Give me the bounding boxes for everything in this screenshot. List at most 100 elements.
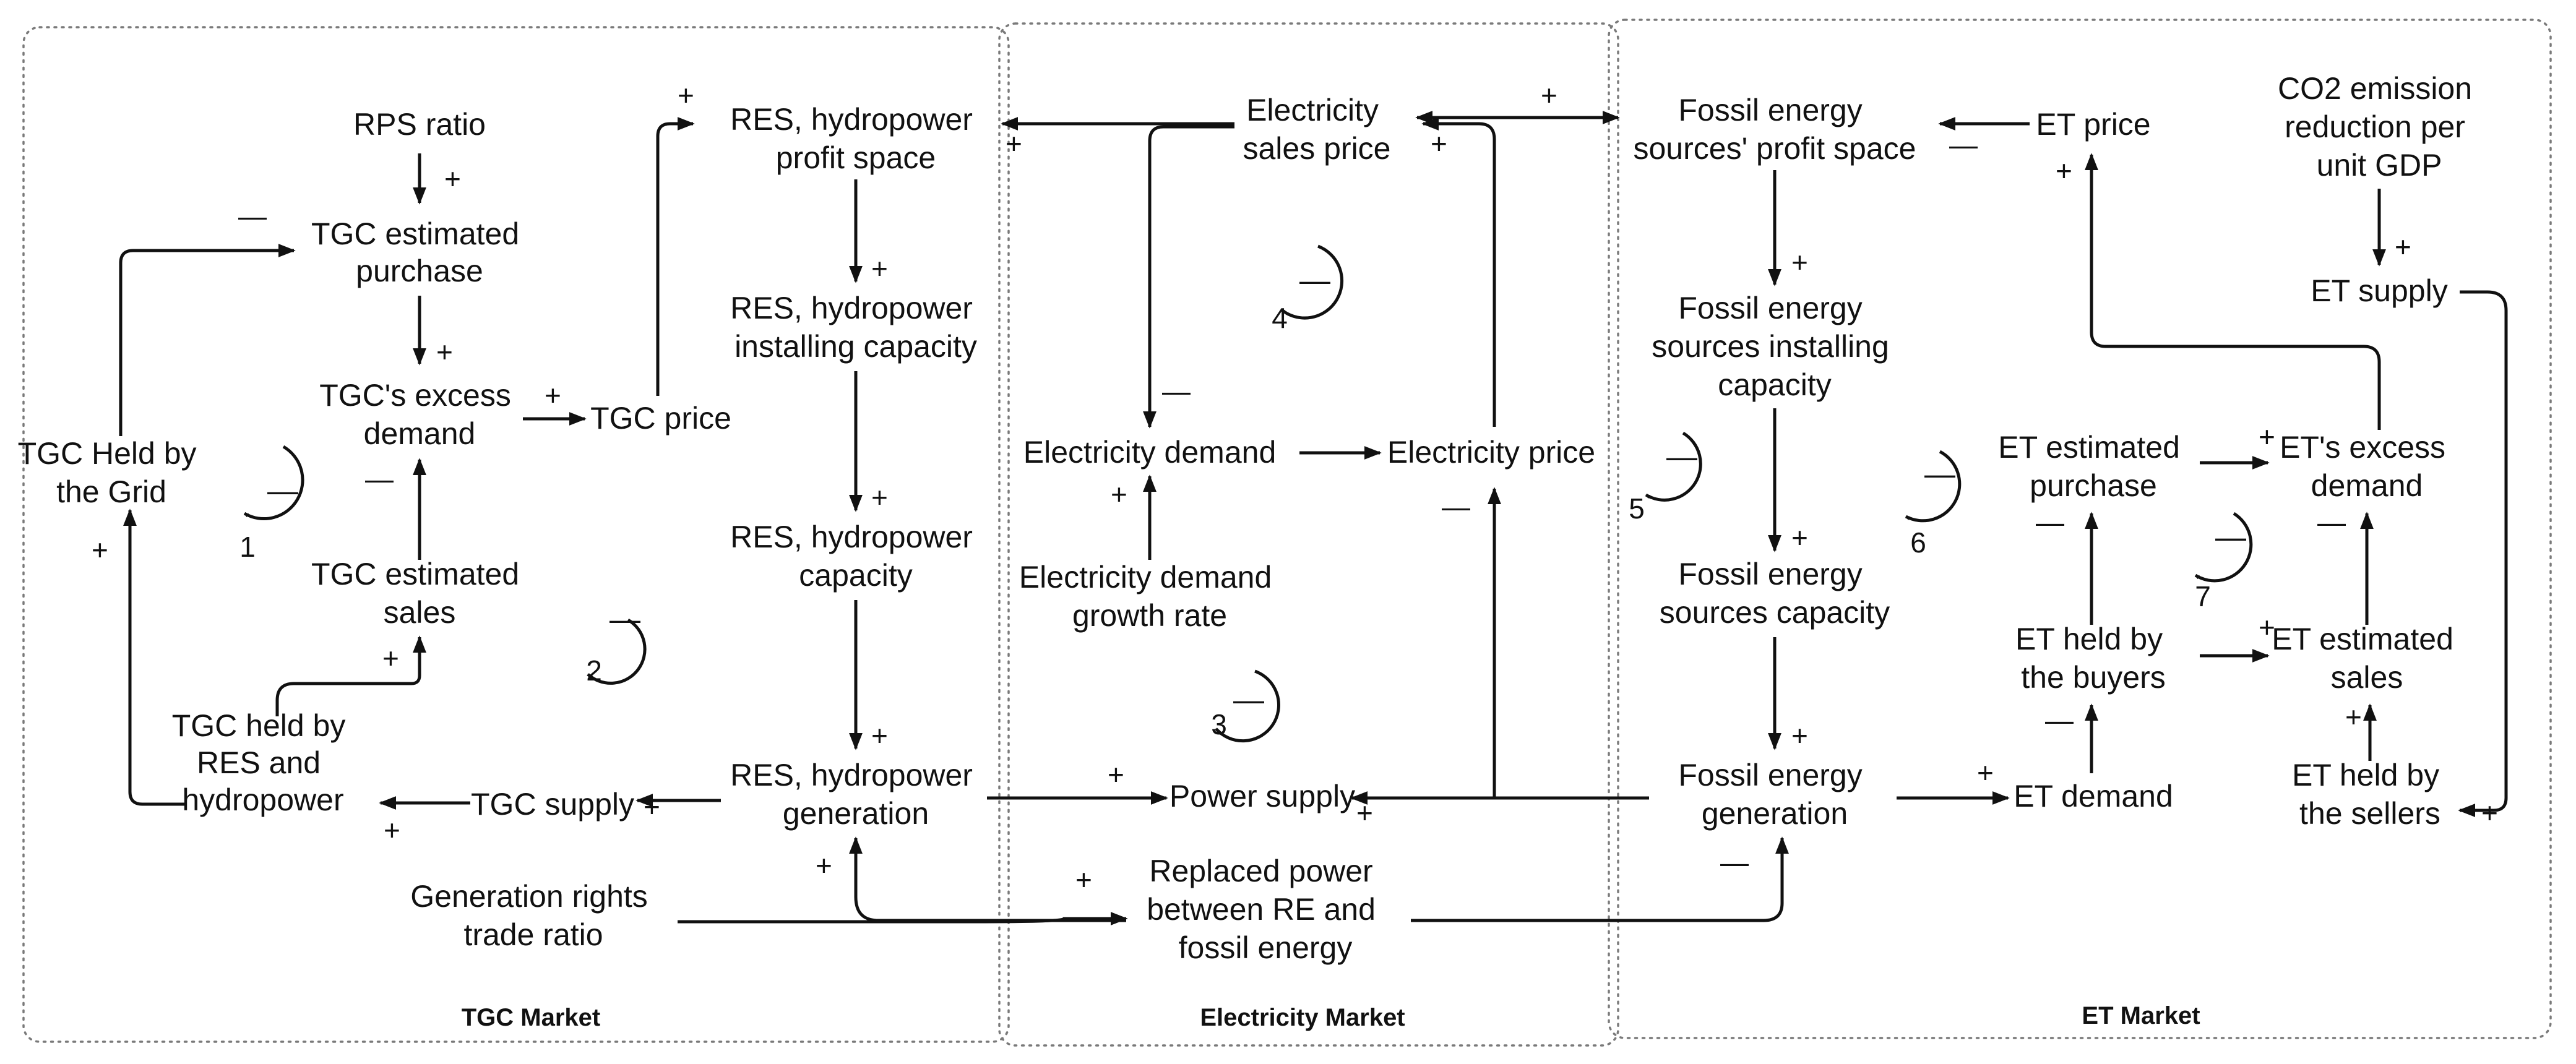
node-et-estimated-sales: ET estimated sales bbox=[2272, 622, 2462, 695]
edge-replaced-power-to-fossil-generation bbox=[1411, 836, 1789, 922]
sign-sales-res-profit-plus: + bbox=[1006, 127, 1022, 160]
sign-capacity-generation-plus: + bbox=[871, 719, 888, 752]
sign-replaced-fossil-minus: — bbox=[1720, 846, 1749, 878]
node-et-held-by-sellers: ET held by the sellers bbox=[2292, 758, 2448, 831]
svg-text:—: — bbox=[267, 473, 298, 508]
edge-sales-price-to-electricity-demand bbox=[1143, 125, 1234, 429]
sign-fossil-install-plus: + bbox=[1791, 246, 1808, 278]
sign-fossil-power-plus: + bbox=[1356, 797, 1373, 829]
node-res-installing-capacity: RES, hydropower installing capacity bbox=[730, 291, 981, 364]
svg-text:—: — bbox=[1233, 682, 1264, 717]
et-market-box bbox=[1608, 19, 2552, 1039]
sign-fossil-capacity-plus: + bbox=[1791, 521, 1808, 554]
sign-grid-purchase-minus: — bbox=[238, 200, 267, 232]
node-fossil-generation: Fossil energy generation bbox=[1678, 758, 1871, 831]
svg-text:—: — bbox=[2215, 520, 2246, 554]
sign-held-res-sales-plus: + bbox=[382, 642, 399, 674]
node-tgc-held-by-res: TGC held by RES and hydropower bbox=[172, 708, 355, 817]
sign-profit-install-plus: + bbox=[871, 252, 888, 285]
tgc-market-label: TGC Market bbox=[462, 1004, 601, 1031]
loop-2: — 2 bbox=[586, 602, 647, 687]
node-fossil-installing-capacity: Fossil energy sources installing capacit… bbox=[1652, 291, 1897, 402]
loop-5: — 5 bbox=[1629, 431, 1702, 525]
sign-install-capacity-plus: + bbox=[871, 481, 888, 513]
node-et-held-by-buyers: ET held by the buyers bbox=[2015, 622, 2171, 695]
sign-tgc-price-profit-plus: + bbox=[678, 79, 694, 111]
sign-generation-et-demand-plus: + bbox=[1977, 757, 1994, 789]
node-tgc-held-by-grid: TGC Held by the Grid bbox=[18, 436, 205, 509]
node-res-capacity: RES, hydropower capacity bbox=[730, 520, 981, 593]
svg-text:2: 2 bbox=[586, 654, 602, 687]
svg-text:—: — bbox=[1924, 457, 1955, 491]
svg-text:4: 4 bbox=[1272, 302, 1288, 334]
sign-held-res-grid-plus: + bbox=[92, 534, 108, 566]
edge-electricity-price-to-sales-price bbox=[1421, 117, 1496, 427]
node-et-demand: ET demand bbox=[2014, 779, 2173, 813]
sign-purchase-excess-plus: + bbox=[2259, 421, 2275, 453]
sign-sales-fossil-plus: + bbox=[1541, 79, 1557, 111]
sign-excess-et-price-plus: + bbox=[2056, 155, 2072, 187]
node-replaced-power: Replaced power between RE and fossil ene… bbox=[1147, 854, 1384, 965]
sign-supply-held-plus: + bbox=[384, 814, 400, 846]
node-tgc-supply: TGC supply bbox=[471, 787, 634, 822]
sign-et-price-fossil-minus: — bbox=[1949, 129, 1978, 161]
svg-text:5: 5 bbox=[1629, 492, 1645, 525]
loop-7: — 7 bbox=[2194, 512, 2253, 612]
loop-6: — 6 bbox=[1905, 450, 1962, 559]
node-et-excess-demand: ET's excess demand bbox=[2280, 430, 2454, 503]
sign-sales-demand-minus: — bbox=[1162, 375, 1191, 407]
svg-text:3: 3 bbox=[1211, 708, 1227, 740]
sign-rps-plus: + bbox=[444, 163, 461, 195]
sign-buyers-sales-plus: + bbox=[2259, 611, 2275, 643]
node-electricity-price: Electricity price bbox=[1387, 435, 1595, 470]
node-electricity-demand-growth-rate: Electricity demand growth rate bbox=[1019, 560, 1280, 633]
svg-text:—: — bbox=[1666, 439, 1697, 474]
svg-text:—: — bbox=[610, 602, 640, 637]
node-fossil-capacity: Fossil energy sources capacity bbox=[1660, 557, 1890, 630]
node-et-estimated-purchase: ET estimated purchase bbox=[1998, 430, 2189, 503]
tgc-market-box bbox=[22, 26, 1010, 1043]
sign-supply-sellers-plus: + bbox=[2481, 797, 2498, 829]
sign-gen-rights-replaced-plus: + bbox=[1075, 864, 1092, 896]
electricity-market-box bbox=[998, 22, 1619, 1047]
sign-purchase-excess-plus: + bbox=[436, 336, 453, 368]
node-res-generation: RES, hydropower generation bbox=[730, 758, 981, 831]
edge-et-supply-to-held-sellers bbox=[2458, 290, 2508, 817]
svg-text:6: 6 bbox=[1910, 526, 1926, 559]
sign-power-price-minus: — bbox=[1442, 491, 1470, 523]
sign-res-power-plus: + bbox=[1108, 758, 1124, 791]
node-res-profit-space: RES, hydropower profit space bbox=[730, 102, 981, 175]
node-rps-ratio: RPS ratio bbox=[353, 107, 486, 142]
sign-co2-supply-plus: + bbox=[2395, 231, 2411, 263]
electricity-market-label: Electricity Market bbox=[1200, 1004, 1405, 1031]
edge-tgc-held-res-to-estimated-sales bbox=[275, 635, 426, 716]
node-generation-rights-trade-ratio: Generation rights trade ratio bbox=[410, 879, 656, 952]
loop-4: — 4 bbox=[1272, 244, 1344, 334]
node-tgc-estimated-sales: TGC estimated sales bbox=[311, 557, 528, 630]
edge-tgc-price-to-res-profit bbox=[656, 117, 695, 396]
sign-generation-supply-plus: + bbox=[644, 791, 660, 823]
sign-replaced-res-plus: + bbox=[816, 849, 832, 882]
node-et-price: ET price bbox=[2036, 107, 2150, 142]
sign-sales-excess-minus: — bbox=[365, 463, 394, 495]
loop-3: — 3 bbox=[1211, 669, 1280, 743]
et-market-label: ET Market bbox=[2082, 1002, 2200, 1029]
sign-sellers-sales-plus: + bbox=[2345, 701, 2362, 733]
edge-replaced-power-to-res-generation bbox=[849, 836, 1126, 922]
sign-buyers-purchase-minus: — bbox=[2036, 506, 2064, 538]
sign-sales-excess-minus: — bbox=[2317, 506, 2346, 538]
svg-text:—: — bbox=[1299, 263, 1330, 298]
edge-tgc-held-res-to-grid bbox=[123, 508, 186, 806]
node-power-supply: Power supply bbox=[1170, 779, 1355, 813]
loop-1: — 1 bbox=[239, 445, 304, 563]
node-et-supply: ET supply bbox=[2311, 273, 2447, 308]
svg-text:1: 1 bbox=[239, 531, 256, 563]
edge-grid-to-estimated-purchase bbox=[119, 244, 296, 436]
sign-growth-demand-plus: + bbox=[1111, 478, 1127, 510]
node-electricity-demand: Electricity demand bbox=[1023, 435, 1277, 470]
node-co2-emission-reduction: CO2 emission reduction per unit GDP bbox=[2278, 71, 2481, 182]
sign-excess-price-plus: + bbox=[545, 379, 561, 411]
sign-et-demand-buyers-minus: — bbox=[2045, 704, 2074, 736]
sign-price-sales-plus: + bbox=[1431, 127, 1447, 160]
